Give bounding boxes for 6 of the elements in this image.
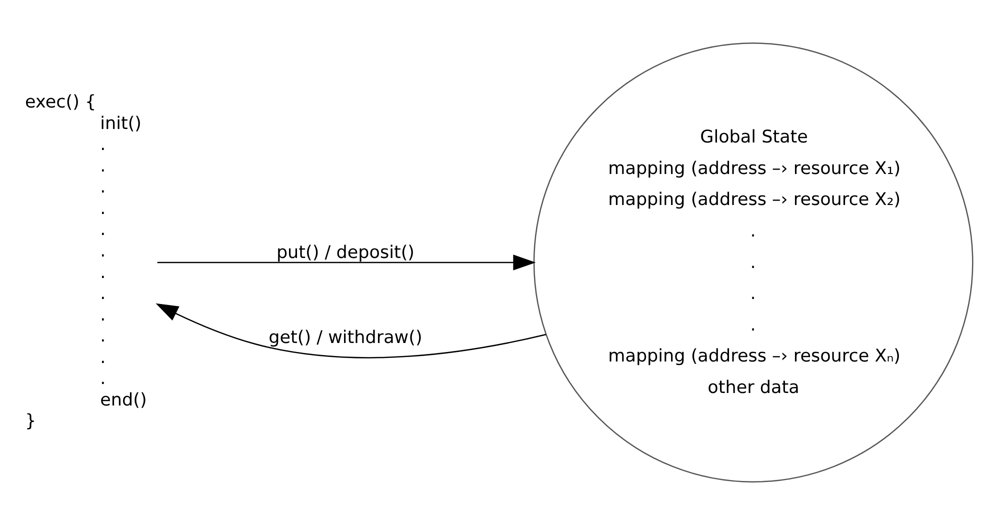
arrow — [156, 303, 546, 358]
edge-label: get() / withdraw() — [268, 328, 422, 348]
node-text: exec() { init() . . . . . . . . . . . . end() } — [25, 92, 147, 432]
arrow — [157, 254, 536, 270]
edge-label: put() / deposit() — [276, 242, 414, 263]
node-circle: Global State mapping (address –› resource X₁) mapping (address –› resource X₂) . . . . mapping (address –› resource Xₙ) other data — [533, 42, 974, 482]
